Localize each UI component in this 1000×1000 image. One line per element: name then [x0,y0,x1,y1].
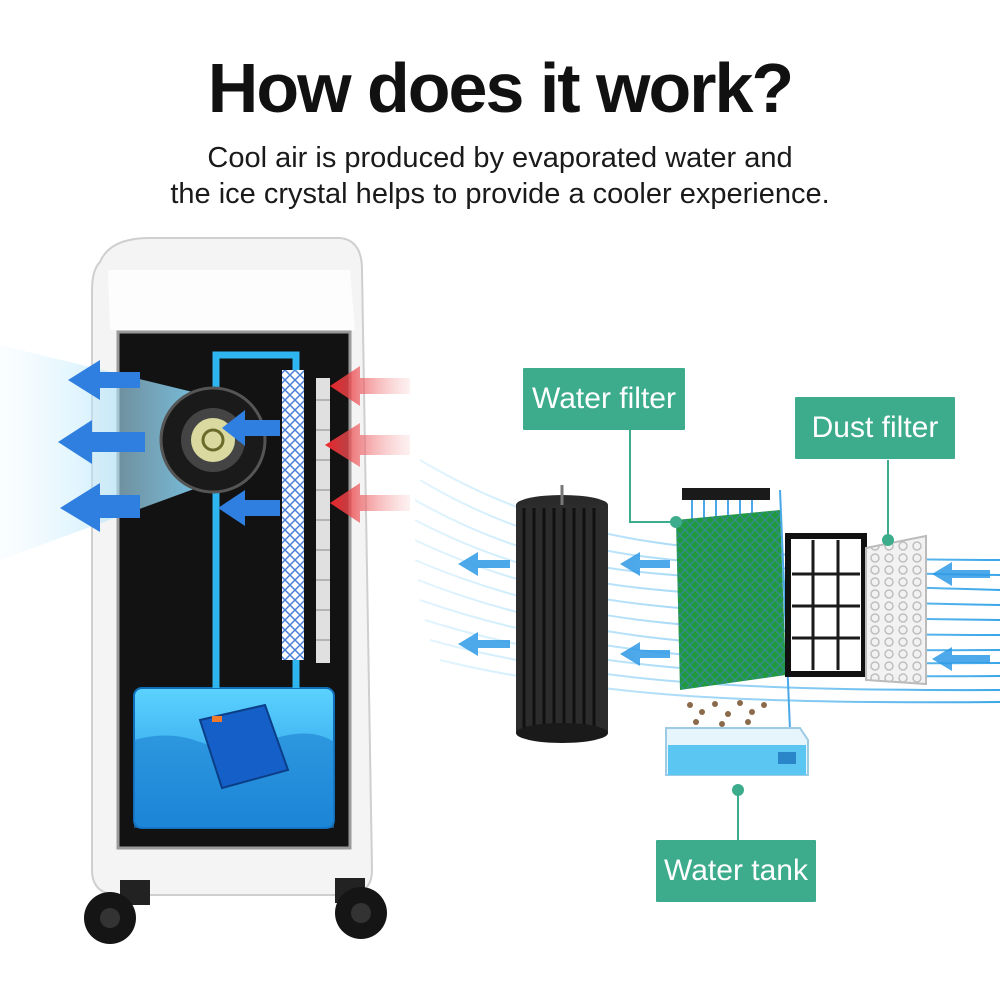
air-cooler-unit [0,237,410,944]
callout-water-tank: Water tank [656,840,816,902]
water-filter-pad [676,488,791,731]
dust-filter-frame [785,533,927,686]
water-tank-basin [665,727,809,776]
subtitle-line-2: the ice crystal helps to provide a coole… [170,178,830,210]
fan-drum [516,485,608,743]
callout-water-filter: Water filter [523,368,685,430]
page-title: How does it work? [207,49,794,127]
leader-lines [629,430,894,840]
cool-air-arrows [58,360,280,532]
warm-air-arrows [325,366,410,523]
exploded-components [414,430,1000,840]
callout-dust-filter: Dust filter [795,397,955,459]
fan-icon [159,386,267,494]
subtitle-line-1: Cool air is produced by evaporated water… [207,142,793,174]
page-subtitle: Cool air is produced by evaporated water… [0,140,1000,212]
caster-wheels [84,878,387,944]
ice-pack [198,703,290,790]
flow-arrows [458,552,990,671]
